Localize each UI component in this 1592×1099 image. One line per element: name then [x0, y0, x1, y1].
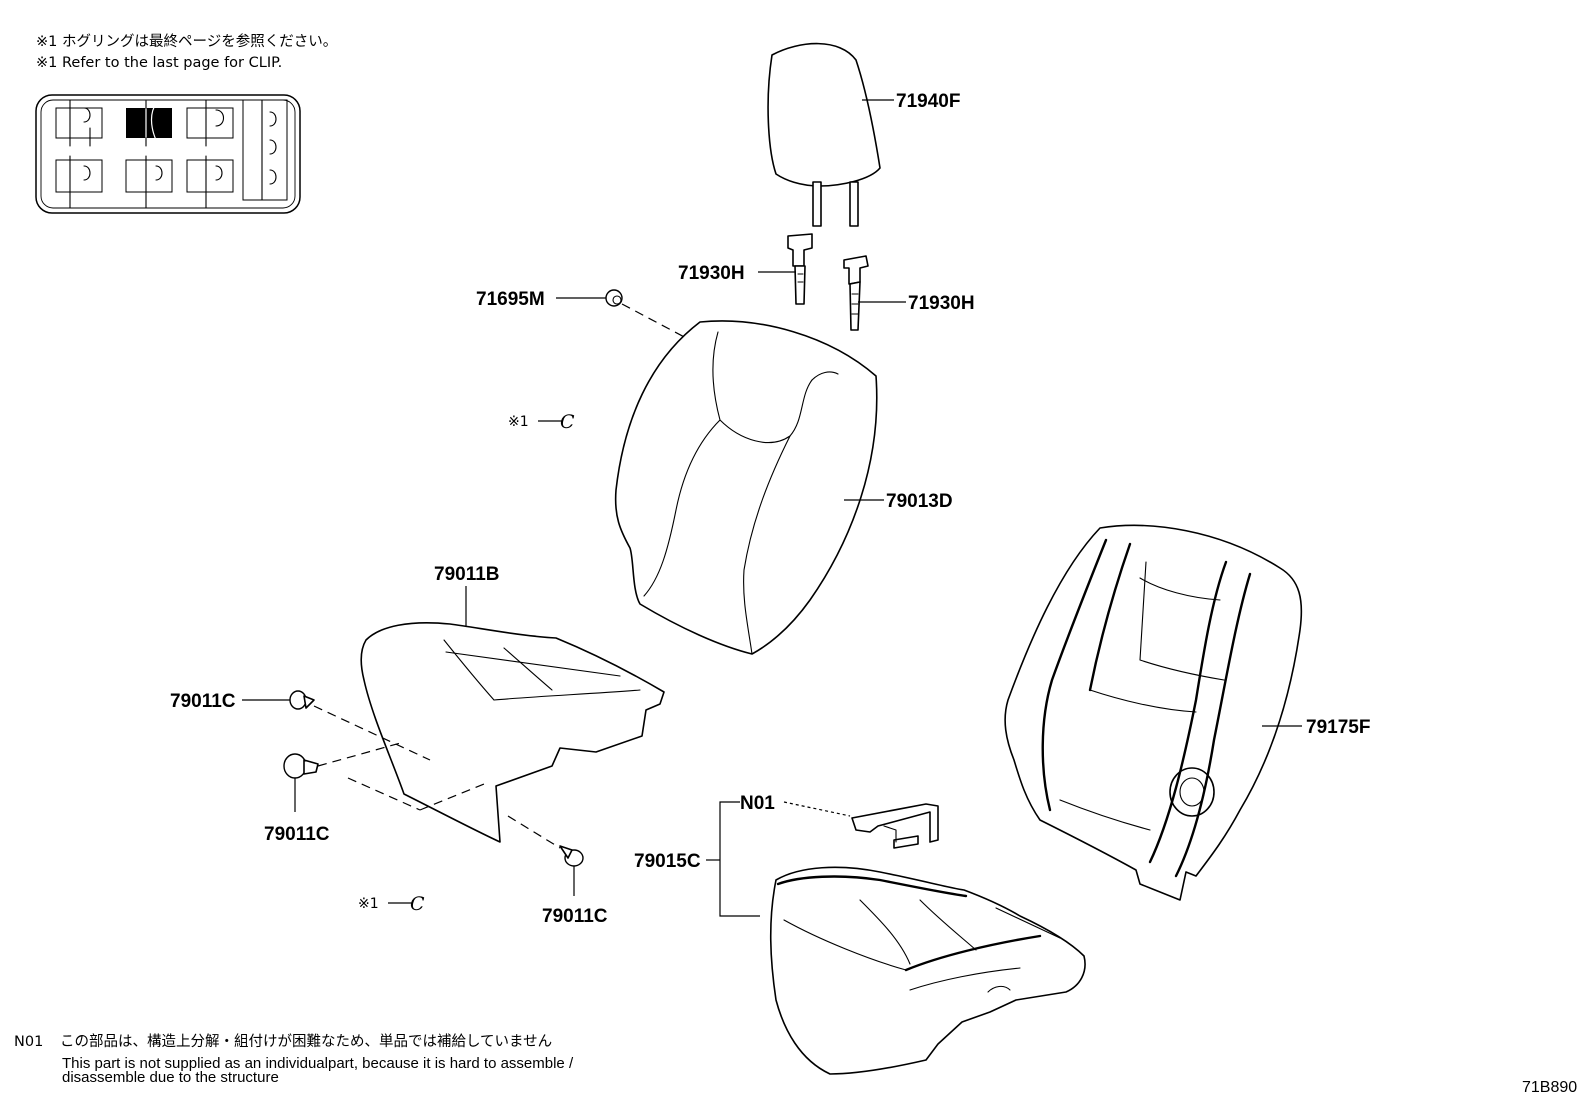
- label-71930H-left: 71930H: [678, 263, 745, 284]
- headrest-support-left: [787, 233, 813, 305]
- svg-text:C: C: [560, 411, 575, 433]
- label-N01: N01: [740, 793, 775, 814]
- clip-79011C-b: [283, 753, 319, 779]
- diagram-id: 71B890: [1522, 1079, 1577, 1096]
- clip-icon-4: [242, 99, 288, 201]
- svg-text:C: C: [410, 893, 425, 915]
- label-71695M: 71695M: [476, 289, 545, 310]
- label-79011C-a: 79011C: [170, 691, 236, 712]
- label-79011C-c: 79011C: [542, 906, 608, 927]
- label-79015C: 79015C: [634, 851, 701, 872]
- clip-79011C-c: [559, 845, 584, 867]
- clip-icon-5: [55, 155, 103, 209]
- label-71940F: 71940F: [896, 91, 960, 112]
- clip-icon-1: [55, 99, 103, 147]
- clip-b-dash-2: [347, 777, 421, 811]
- clip-legend-box: [35, 94, 301, 214]
- hog-ring: [605, 289, 623, 307]
- label-79013D: 79013D: [886, 491, 953, 512]
- clip-mark-lower: ※1 C: [358, 893, 425, 915]
- leader-N01: [783, 801, 851, 817]
- svg-text:※1: ※1: [358, 896, 379, 912]
- clip-note-ja: ※1 ホグリングは最終ページを参照ください。: [36, 33, 337, 50]
- footnote-en-2: disassemble due to the structure: [62, 1069, 279, 1086]
- footnote-ja: この部品は、構造上分解・組付けが困難なため、単品では補給していません: [60, 1033, 552, 1050]
- footnote-en-1: This part is not supplied as an individu…: [62, 1055, 574, 1072]
- clip-79011C-a: [289, 690, 315, 710]
- clip-icon-6: [125, 155, 173, 209]
- clip-icon-7: [186, 155, 234, 209]
- clip-a-dash: [313, 705, 431, 761]
- clip-icon-2: [126, 99, 172, 147]
- clip-icon-3: [186, 99, 234, 147]
- leader-79015C: [719, 801, 760, 917]
- headrest-support-right: [843, 255, 869, 331]
- seat-back-frame: [1004, 524, 1303, 901]
- label-79175F: 79175F: [1306, 717, 1370, 738]
- footnote-code: N01: [14, 1034, 43, 1050]
- hog-ring-dash: [621, 303, 691, 341]
- clip-b-dash-3: [419, 783, 485, 811]
- headrest: [767, 42, 881, 227]
- clip-mark-upper: ※1 C: [508, 411, 575, 433]
- label-79011C-b: 79011C: [264, 824, 330, 845]
- clip-c-dash: [507, 815, 561, 849]
- n01-bracket: [851, 803, 939, 849]
- seat-back-cover: [614, 320, 878, 655]
- svg-text:※1: ※1: [508, 414, 529, 430]
- seat-cushion-assy: [769, 866, 1086, 1075]
- seat-cushion-cover: [360, 621, 665, 843]
- label-71930H-right: 71930H: [908, 293, 975, 314]
- clip-note-en: ※1 Refer to the last page for CLIP.: [36, 55, 282, 71]
- label-79011B: 79011B: [434, 564, 500, 585]
